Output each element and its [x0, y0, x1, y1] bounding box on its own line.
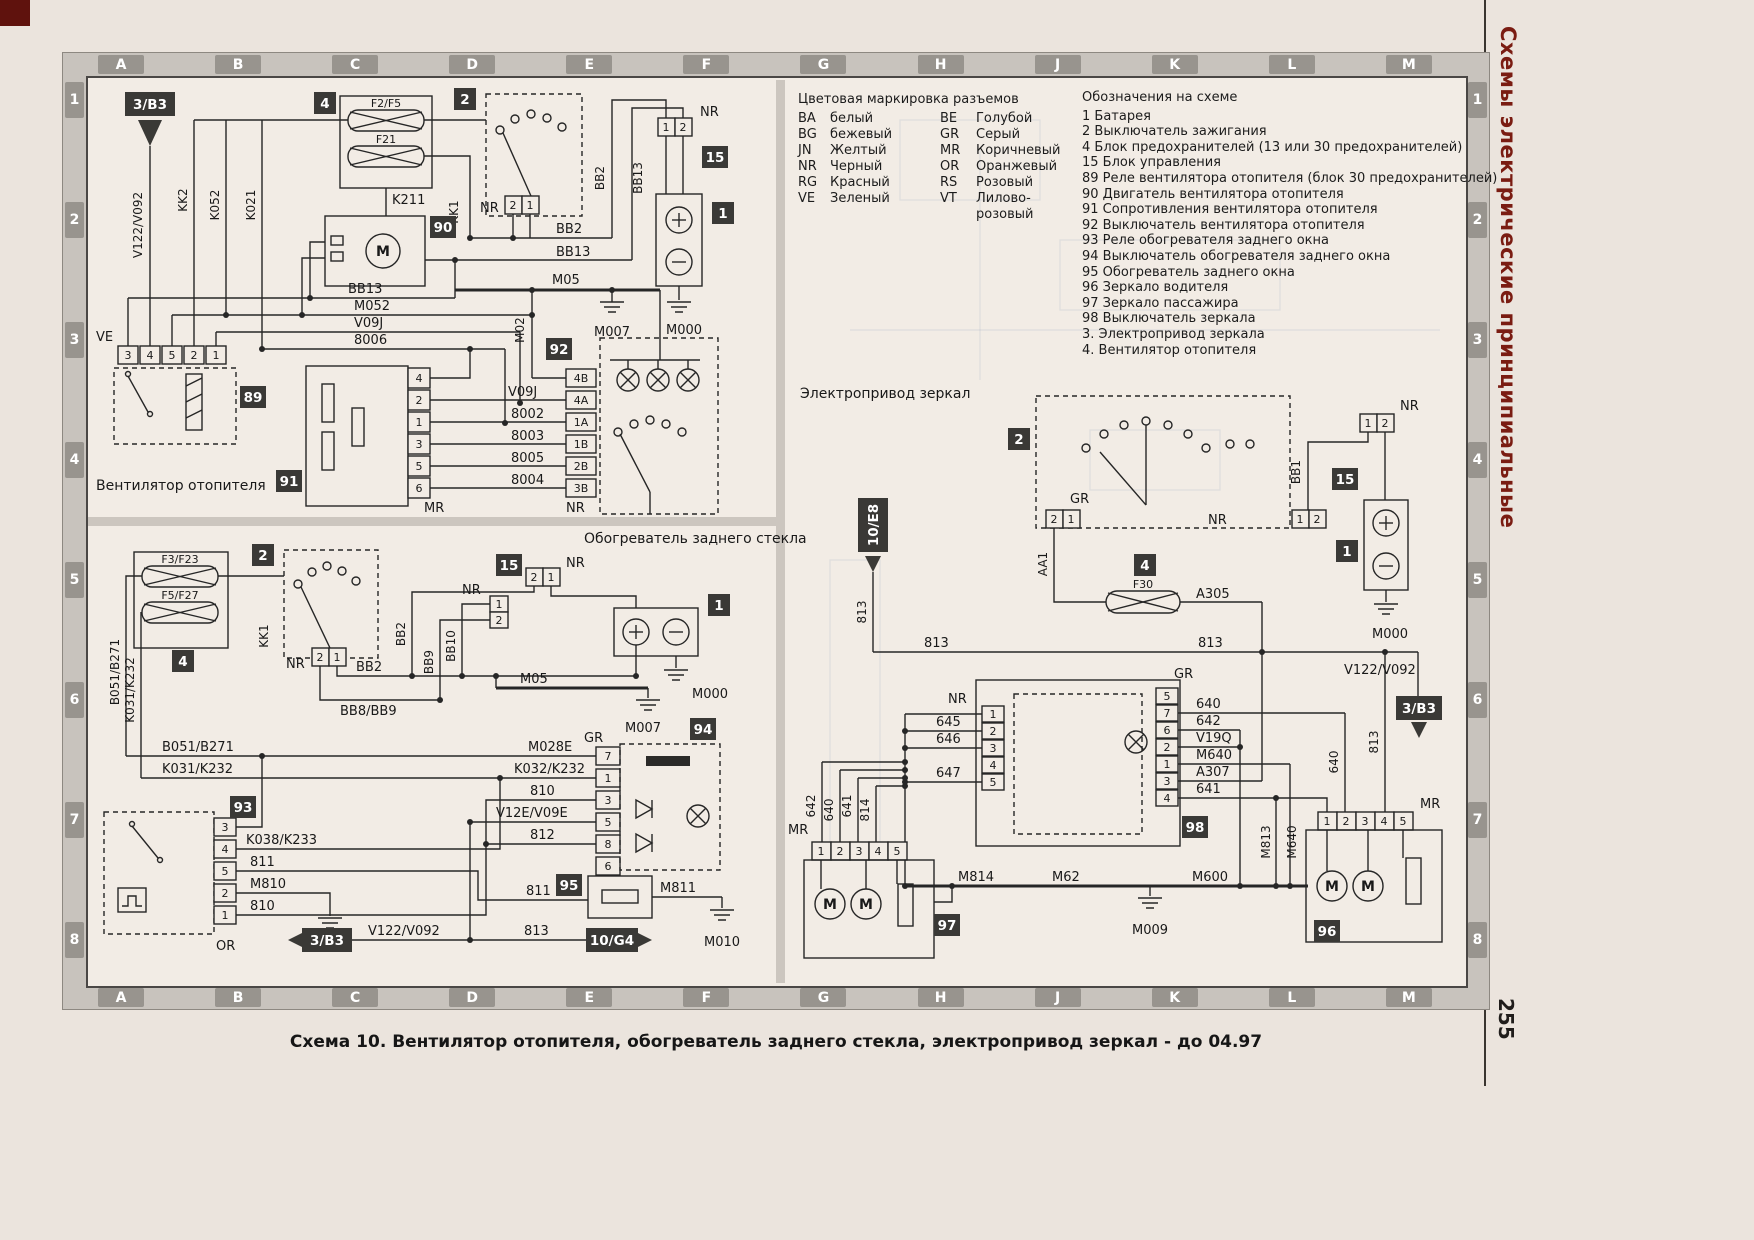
grid-column-label: K [1151, 55, 1198, 74]
grid-row-label: 8 [65, 922, 84, 958]
color-code: BA [798, 111, 816, 126]
color-name: Розовый [976, 175, 1034, 190]
designation-line: 96 Зеркало водителя [1082, 280, 1229, 296]
grid-column-label: J [1034, 55, 1081, 74]
designation-line: 92 Выключатель вентилятора отопителя [1082, 217, 1365, 233]
grid-column-label: M [1385, 55, 1432, 74]
grid-ruler-left: 1 2 3 4 5 6 7 8 [63, 76, 86, 988]
chapter-sidebar-title: Схемы электрические принципиальные [1496, 26, 1520, 529]
grid-column-label: B [215, 55, 262, 74]
grid-column-label: L [1268, 988, 1315, 1007]
color-code: MR [940, 143, 961, 158]
grid-column-label: C [332, 988, 379, 1007]
color-name: Оранжевый [976, 159, 1058, 174]
grid-column-label: G [800, 55, 847, 74]
color-code: VT [940, 191, 957, 206]
grid-column-label: D [449, 988, 496, 1007]
color-name: Голубой [976, 111, 1033, 126]
grid-row-label: 1 [1468, 82, 1487, 118]
grid-row-label: 3 [65, 322, 84, 358]
color-code: RG [798, 175, 818, 190]
designation-line: 90 Двигатель вентилятора отопителя [1082, 186, 1344, 202]
color-code: VE [798, 191, 816, 206]
grid-column-label: C [332, 55, 379, 74]
legend-title: Цветовая маркировка разъемов [798, 92, 1019, 107]
grid-row-label: 8 [1468, 922, 1487, 958]
grid-row-label: 4 [65, 442, 84, 478]
color-name: Желтый [830, 143, 887, 158]
color-legend-row: BA белый BE Голубой [798, 111, 1088, 127]
color-code: RS [940, 175, 958, 190]
grid-row-label: 5 [65, 562, 84, 598]
connector-color-legend: Цветовая маркировка разъемов BA белый BE… [798, 92, 1088, 223]
color-legend-row: BG бежевый GR Серый [798, 127, 1088, 143]
color-code: JN [798, 143, 812, 158]
color-name: Зеленый [830, 191, 890, 206]
color-code: GR [940, 127, 960, 142]
color-code: BG [798, 127, 817, 142]
designation-line: 1 Батарея [1082, 108, 1151, 124]
page-number: 255 [1494, 998, 1518, 1040]
color-legend-row: RG Красный RS Розовый [798, 175, 1088, 191]
grid-column-label: E [566, 988, 613, 1007]
color-legend-row: VE Зеленый VT Лилово-розовый [798, 191, 1088, 223]
grid-row-label: 2 [1468, 202, 1487, 238]
designation-line: 15 Блок управления [1082, 155, 1221, 171]
grid-row-label: 5 [1468, 562, 1487, 598]
color-name: Черный [830, 159, 883, 174]
grid-row-label: 7 [1468, 802, 1487, 838]
designation-line: 98 Выключатель зеркала [1082, 311, 1256, 327]
grid-column-label: F [683, 988, 730, 1007]
color-name: белый [830, 111, 874, 126]
grid-column-label: H [917, 55, 964, 74]
figure-caption: Схема 10. Вентилятор отопителя, обогрева… [289, 1032, 1263, 1052]
color-code: NR [798, 159, 817, 174]
color-code: OR [940, 159, 960, 174]
grid-row-label: 4 [1468, 442, 1487, 478]
grid-column-label: E [566, 55, 613, 74]
color-name: Лилово-розовый [976, 191, 1034, 222]
grid-column-label: D [449, 55, 496, 74]
grid-row-label: 6 [65, 682, 84, 718]
grid-column-label: K [1151, 988, 1198, 1007]
grid-column-label: B [215, 988, 262, 1007]
color-legend-row: NR Черный OR Оранжевый [798, 159, 1088, 175]
legend-title: Обозначения на схеме [1082, 90, 1238, 105]
grid-row-label: 2 [65, 202, 84, 238]
color-code: BE [940, 111, 958, 126]
color-name: Красный [830, 175, 890, 190]
color-name: Серый [976, 127, 1021, 142]
designation-line: 91 Сопротивления вентилятора отопителя [1082, 202, 1378, 218]
designation-line: 95 Обогреватель заднего окна [1082, 264, 1295, 280]
designation-line: 93 Реле обогревателя заднего окна [1082, 233, 1329, 249]
designation-line: 4 Блок предохранителей (13 или 30 предох… [1082, 139, 1463, 155]
grid-row-label: 7 [65, 802, 84, 838]
designation-line: 94 Выключатель обогревателя заднего окна [1082, 248, 1391, 264]
grid-column-label: F [683, 55, 730, 74]
scan-corner-artifact [0, 0, 30, 26]
grid-column-label: L [1268, 55, 1315, 74]
grid-row-label: 1 [65, 82, 84, 118]
grid-column-label: G [800, 988, 847, 1007]
designation-line: 97 Зеркало пассажира [1082, 295, 1239, 311]
color-legend-row: JN Желтый MR Коричневый [798, 143, 1088, 159]
grid-column-label: A [98, 55, 144, 74]
grid-column-label: M [1385, 988, 1432, 1007]
color-name: Коричневый [976, 143, 1061, 158]
grid-column-label: H [917, 988, 964, 1007]
designation-line: 4. Вентилятор отопителя [1082, 342, 1257, 358]
designation-line: 89 Реле вентилятора отопителя (блок 30 п… [1082, 170, 1498, 186]
color-name: бежевый [830, 127, 893, 142]
designation-line: 3. Электропривод зеркала [1082, 326, 1265, 342]
grid-ruler-right: 1 2 3 4 5 6 7 8 [1466, 76, 1489, 988]
grid-row-label: 6 [1468, 682, 1487, 718]
grid-column-label: A [98, 988, 144, 1007]
designation-line: 2 Выключатель зажигания [1082, 124, 1267, 140]
grid-row-label: 3 [1468, 322, 1487, 358]
grid-column-label: J [1034, 988, 1081, 1007]
